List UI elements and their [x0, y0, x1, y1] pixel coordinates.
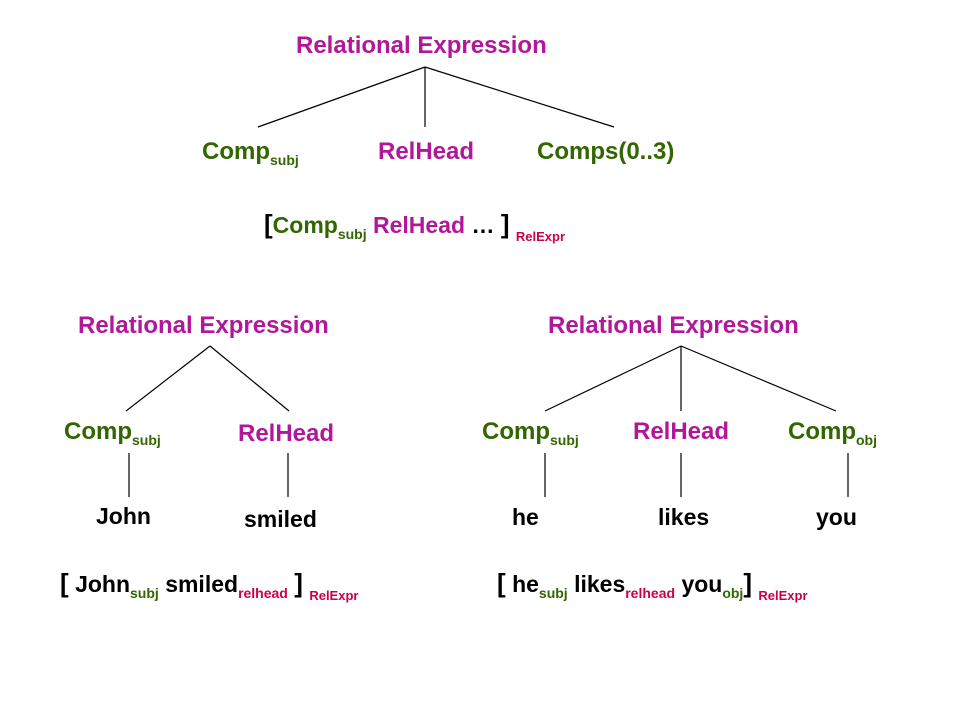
right-word-you: you: [816, 504, 857, 530]
edge-left-head: [209, 345, 290, 412]
top-comps-node: Comps(0..3): [537, 138, 675, 165]
left-comp-subj-node: Compsubj: [64, 418, 161, 448]
comp-label: Comp: [64, 418, 132, 445]
left-formula: [ Johnsubj smiledrelhead ] RelExpr: [60, 570, 358, 602]
close-bracket: ]: [743, 568, 752, 598]
formula-tag: RelExpr: [309, 588, 359, 603]
open-bracket: [: [60, 568, 69, 598]
formula-tag: RelExpr: [758, 588, 808, 603]
comp-label: Comp: [482, 418, 550, 445]
subj-subscript: subj: [550, 432, 579, 448]
formula-w3: you: [681, 571, 723, 597]
top-relhead-node: RelHead: [378, 138, 475, 165]
top-formula: [Compsubj RelHead … ] RelExpr: [264, 211, 565, 243]
close-bracket: ]: [294, 568, 303, 598]
right-word-he: he: [512, 504, 539, 530]
open-bracket: [: [264, 209, 273, 239]
left-word-john: John: [96, 503, 151, 529]
formula-w1-sub: subj: [538, 585, 568, 601]
edge-top-comp: [257, 66, 426, 128]
formula-comp: Comp: [272, 212, 338, 238]
formula-w3-sub: obj: [722, 585, 744, 601]
left-word-smiled: smiled: [244, 506, 317, 532]
formula-w1: he: [512, 571, 539, 597]
right-comp-obj-node: Compobj: [788, 418, 877, 448]
subj-subscript: subj: [132, 432, 161, 448]
edge-top-comps: [424, 66, 615, 128]
edge-right-comp: [544, 345, 682, 412]
right-comp-subj-node: Compsubj: [482, 418, 579, 448]
formula-w2-sub: relhead: [625, 585, 676, 601]
right-formula: [ hesubj likesrelhead youobj] RelExpr: [497, 570, 808, 602]
top-comp-subj-node: Compsubj: [202, 138, 299, 168]
formula-comp-sub: subj: [337, 226, 367, 242]
top-root-label: Relational Expression: [296, 32, 547, 59]
formula-w2-sub: relhead: [238, 585, 288, 601]
right-word-likes: likes: [658, 504, 710, 530]
comp-label: Comp: [202, 138, 270, 165]
left-root-label: Relational Expression: [78, 312, 329, 339]
edge-right-obj: [680, 345, 837, 412]
edge-left-comp: [125, 345, 211, 412]
formula-head: RelHead: [373, 212, 466, 238]
formula-w2: likes: [574, 571, 626, 597]
open-bracket: [: [497, 568, 506, 598]
comp-label: Comp: [788, 418, 856, 445]
formula-tag: RelExpr: [515, 229, 566, 244]
formula-w1-sub: subj: [130, 585, 159, 601]
left-relhead-node: RelHead: [238, 420, 335, 447]
formula-w1: John: [75, 571, 131, 597]
right-relhead-node: RelHead: [633, 418, 730, 445]
formula-w2: smiled: [165, 571, 239, 597]
subj-subscript: subj: [270, 152, 299, 168]
formula-ellipsis: …: [471, 212, 495, 238]
obj-subscript: obj: [856, 432, 877, 448]
close-bracket: ]: [500, 209, 510, 239]
right-root-label: Relational Expression: [548, 312, 799, 339]
